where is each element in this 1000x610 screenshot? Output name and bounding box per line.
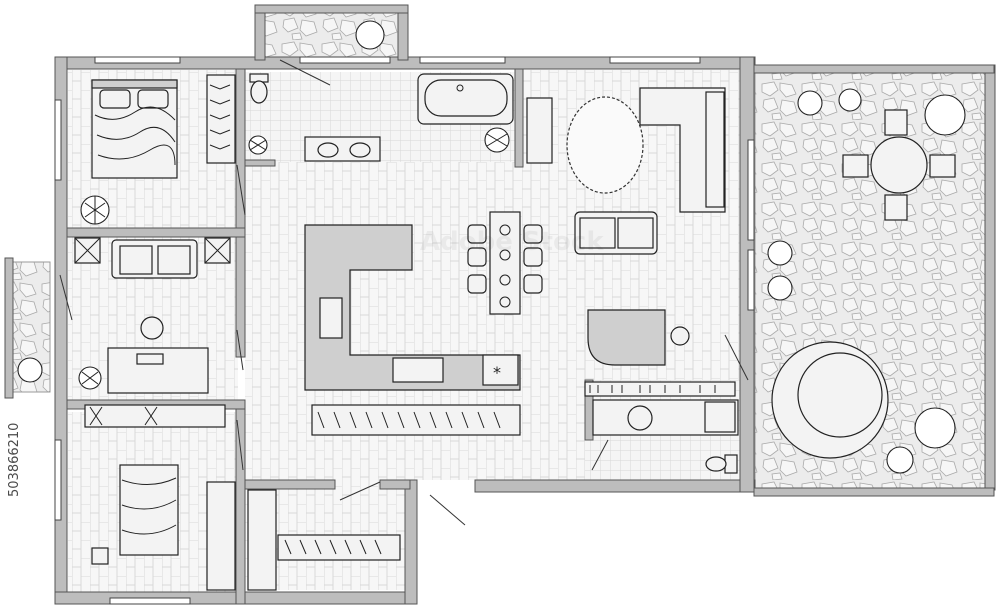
bathroom-plant-small-icon	[248, 135, 268, 155]
kitchen-counter: *	[304, 224, 521, 391]
single-bed	[119, 464, 179, 556]
dining-table	[467, 211, 543, 315]
study-crates	[74, 237, 231, 264]
kids-wardrobe	[206, 481, 236, 591]
corner-sofa	[639, 87, 726, 213]
doors	[59, 59, 749, 526]
watermark: Adobe Stock	[420, 227, 604, 257]
left-balcony-floor	[9, 261, 51, 393]
desk	[107, 316, 209, 394]
bedroom-plant-icon	[80, 195, 110, 225]
rug	[566, 96, 644, 194]
double-sink	[304, 136, 381, 162]
kitchen-cabinets	[311, 404, 521, 436]
svg-text:Adobe Stock: Adobe Stock	[420, 227, 604, 257]
laundry-counter	[592, 399, 739, 436]
stock-id-label: 503866210	[7, 423, 22, 497]
study-bookcase	[84, 404, 226, 428]
double-bed	[91, 79, 178, 179]
windows	[54, 56, 755, 605]
armchair-sofa	[574, 211, 658, 255]
toy-box	[91, 547, 109, 565]
wc-toilet-icon	[705, 454, 738, 474]
terrace-plants-icon	[17, 20, 966, 474]
study-plant-icon	[78, 366, 102, 390]
master-wardrobe	[206, 74, 236, 164]
toilet-icon	[249, 73, 269, 104]
walk-in-wardrobe	[247, 489, 401, 591]
bookshelf	[584, 381, 736, 397]
round-lounge-bed	[771, 341, 889, 459]
round-table	[842, 109, 956, 221]
grand-piano	[587, 309, 690, 366]
study-sofa	[111, 239, 198, 279]
bathroom-plant-icon	[484, 127, 510, 153]
bathtub	[417, 73, 514, 125]
tv-cabinet	[526, 97, 553, 164]
svg-text:*: *	[493, 363, 501, 382]
